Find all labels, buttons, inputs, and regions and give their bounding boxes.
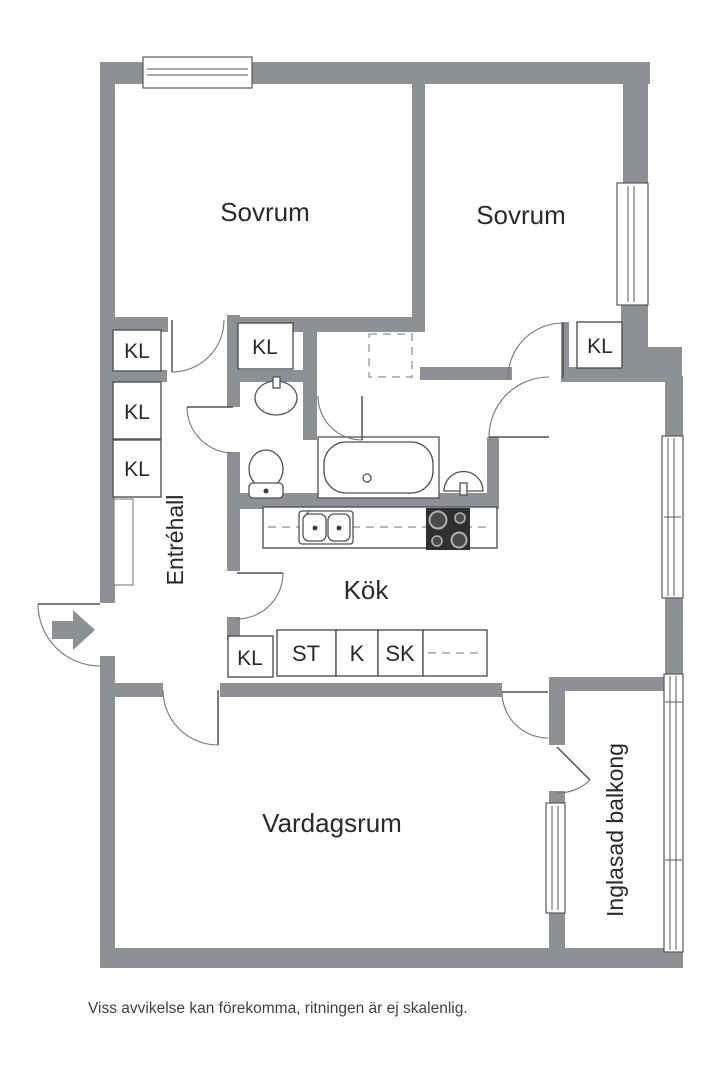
room-label-bedroom1: Sovrum bbox=[220, 197, 310, 227]
wall-bedroom1-bottom-left bbox=[113, 317, 168, 332]
wall-wc-right bbox=[303, 327, 317, 440]
closet-hall-1 bbox=[112, 329, 162, 372]
closet-label-bedroom2: KL bbox=[587, 335, 613, 358]
wall-wc-top bbox=[227, 370, 317, 382]
closet-label-hall-1: KL bbox=[124, 340, 150, 363]
unit-label-k: K bbox=[350, 641, 365, 666]
laundry-appliance-dashed bbox=[368, 333, 413, 378]
wall-right-bedroom2-upper bbox=[623, 62, 648, 185]
unit-k bbox=[335, 629, 379, 677]
window-bedroom1-top bbox=[142, 56, 253, 89]
room-label-kitchen: Kök bbox=[344, 575, 390, 605]
door-arc-entry bbox=[37, 603, 101, 667]
closet-hall-3 bbox=[112, 439, 162, 498]
wall-right-mid-upper bbox=[665, 376, 683, 440]
wall-bath-dining-sep bbox=[487, 437, 499, 497]
closet-label-mid: KL bbox=[252, 336, 278, 359]
wall-left-lower bbox=[100, 656, 115, 968]
toilet-bowl bbox=[248, 449, 284, 489]
unit-label-st: ST bbox=[292, 641, 320, 666]
wall-wc-left-upper bbox=[227, 315, 240, 407]
door-arc-kitchen bbox=[236, 572, 284, 620]
bath-basin bbox=[443, 470, 484, 492]
door-arc-living bbox=[162, 689, 219, 746]
wall-hall-kitchen-lower bbox=[227, 617, 240, 639]
bathtub-drain bbox=[362, 473, 372, 483]
closet-mid bbox=[237, 322, 294, 370]
stove-burner-3 bbox=[431, 535, 443, 547]
kitchen-sink-drain1 bbox=[312, 525, 318, 531]
unit-sk bbox=[377, 629, 424, 677]
bath-basin-tap bbox=[459, 482, 468, 496]
fixtures bbox=[248, 376, 484, 550]
windows bbox=[142, 56, 684, 953]
room-label-living: Vardagsrum bbox=[262, 808, 402, 838]
wall-bedroom-divider bbox=[412, 84, 425, 332]
wall-living-balcony-upper bbox=[549, 677, 565, 745]
wall-hall-kitchen-upper bbox=[227, 507, 240, 571]
bathtub-inner bbox=[323, 441, 434, 494]
closet-bedroom2 bbox=[576, 321, 623, 369]
door-arc-bath bbox=[317, 395, 363, 441]
door-arc-corridor bbox=[488, 376, 550, 438]
doors bbox=[37, 319, 591, 794]
wall-kitchen-living bbox=[220, 683, 502, 697]
wall-bedroom2-bottom-left bbox=[420, 367, 512, 380]
stove-burner-2 bbox=[454, 512, 466, 524]
wall-right-mid-lower bbox=[665, 596, 683, 680]
door-arc-balcony bbox=[556, 779, 591, 794]
toilet-flush bbox=[263, 488, 269, 494]
wall-left-upper bbox=[100, 62, 115, 603]
door-leaf-balcony bbox=[556, 746, 591, 781]
room-label-bedroom2: Sovrum bbox=[476, 200, 566, 230]
wall-living-balcony-lower bbox=[549, 911, 565, 954]
window-balcony-left bbox=[545, 802, 566, 914]
entry-arrow-icon bbox=[52, 610, 95, 650]
wall-balcony-top bbox=[549, 677, 666, 691]
disclaimer-text: Viss avvikelse kan förekomma, ritningen … bbox=[88, 1000, 468, 1017]
wall-closet-divider bbox=[100, 370, 167, 382]
wall-bedroom2-bottom-right bbox=[561, 367, 682, 382]
labels: Sovrum Sovrum Entréhall Kök Vardagsrum I… bbox=[88, 197, 628, 1017]
wc-sink-tap bbox=[272, 376, 281, 389]
wall-right-bedroom2-lower bbox=[621, 303, 648, 349]
room-label-balcony: Inglasad balkong bbox=[602, 743, 628, 917]
door-arc-living-dining bbox=[501, 691, 549, 739]
closet-label-hall-3: KL bbox=[124, 458, 150, 481]
window-balcony-glazing bbox=[663, 673, 684, 953]
room-label-hall: Entréhall bbox=[162, 495, 188, 586]
closet-label-hall-2: KL bbox=[124, 401, 150, 424]
kitchen-sink-tap bbox=[303, 509, 311, 518]
closet-hall-2 bbox=[112, 381, 162, 440]
unit-label-sk: SK bbox=[385, 641, 415, 666]
wall-bedroom2-door-jamb bbox=[561, 322, 569, 369]
door-arc-bedroom2 bbox=[507, 322, 564, 379]
wall-bottom bbox=[100, 948, 683, 968]
door-arc-wc bbox=[186, 406, 234, 454]
closet-label-kitchen: KL bbox=[237, 647, 263, 670]
stove-burner-1 bbox=[428, 510, 448, 530]
door-arc-bedroom1 bbox=[171, 319, 225, 373]
stove-burner-4 bbox=[450, 531, 468, 549]
wall-hall-living-left bbox=[113, 683, 163, 697]
window-bedroom2-right bbox=[616, 182, 649, 306]
kitchen-sink-drain2 bbox=[336, 525, 342, 531]
closet-kitchen bbox=[227, 635, 274, 678]
hall-niche bbox=[113, 498, 134, 586]
unit-st bbox=[276, 629, 337, 677]
